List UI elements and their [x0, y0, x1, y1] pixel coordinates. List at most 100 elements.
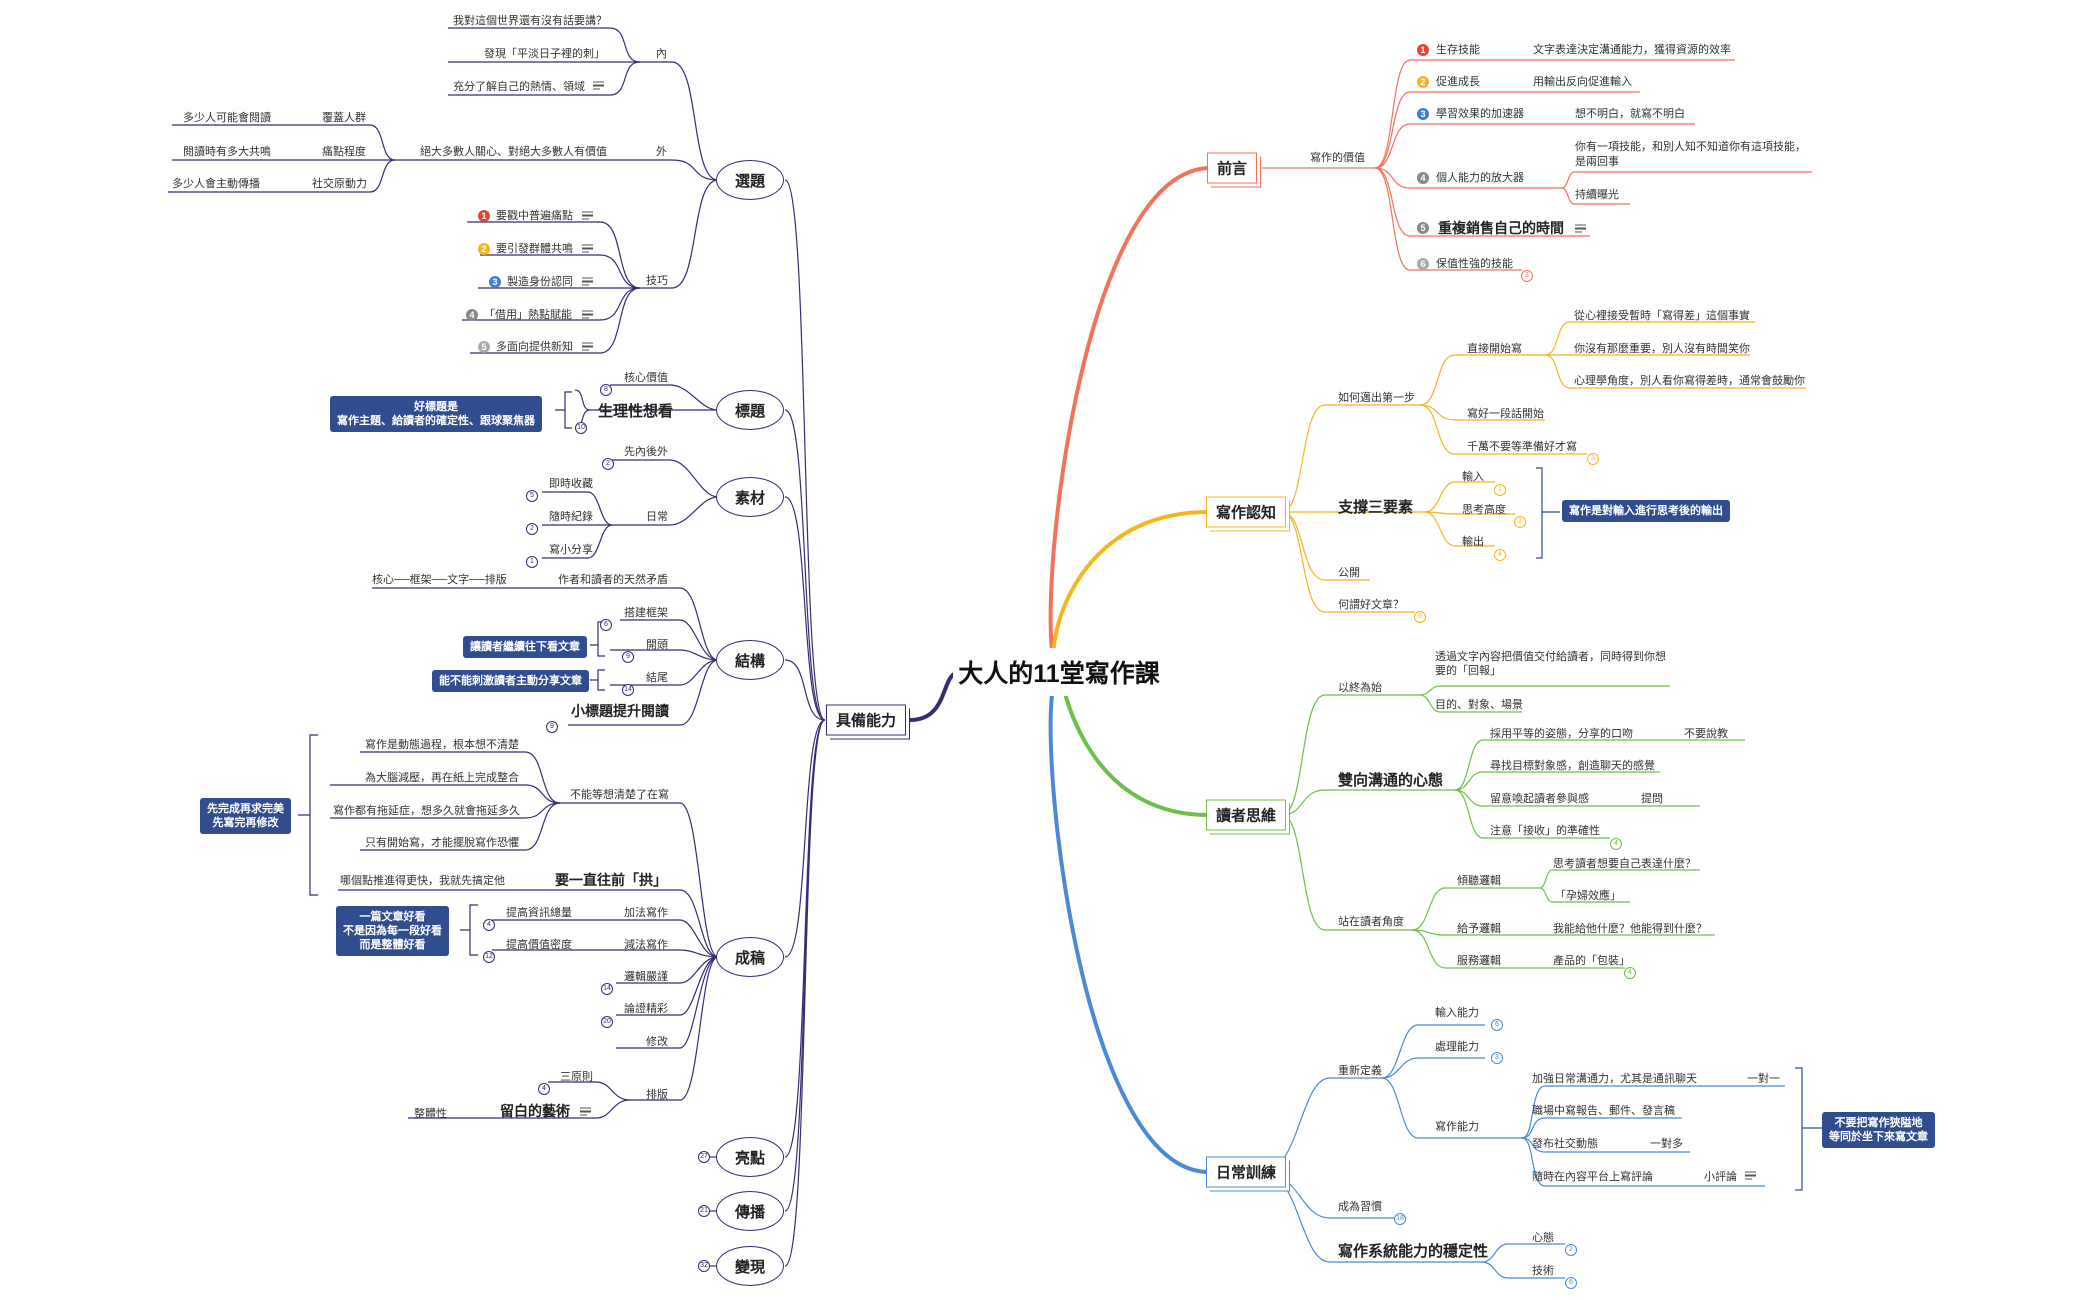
reader-stand[interactable]: 站在讀者角度	[1338, 916, 1404, 928]
reader-end-item[interactable]: 目的、對象、場景	[1435, 699, 1523, 711]
jiqiao-item[interactable]: 製造身份認同	[507, 276, 573, 288]
count-badge[interactable]: 8	[600, 384, 612, 396]
reader-serve-item[interactable]: 產品的「包裝」	[1553, 955, 1630, 967]
preface-item-detail[interactable]: 你有一項技能，和別人知不知道你有這項技能，	[1575, 141, 1806, 153]
count-badge[interactable]: 1	[1494, 484, 1506, 496]
reader-two-way[interactable]: 雙向溝通的心態	[1338, 772, 1444, 789]
chenggao-layout[interactable]: 排版	[646, 1089, 668, 1101]
reader-two-item[interactable]: 尋找目標對象感，創造聊天的感覺	[1490, 760, 1655, 772]
count-badge[interactable]: 6	[1565, 1277, 1577, 1289]
wai-key[interactable]: 痛點程度	[322, 146, 366, 158]
chenggao-logic[interactable]: 邏輯嚴謹	[624, 971, 668, 983]
branch-preface[interactable]: 前言	[1206, 152, 1258, 184]
node-sucai[interactable]: 素材	[716, 477, 784, 517]
wai-key[interactable]: 社交原動力	[312, 178, 367, 190]
note-icon[interactable]	[582, 342, 593, 352]
wai-item[interactable]: 多少人可能會閱讀	[183, 112, 271, 124]
xuanti-wai[interactable]: 外	[656, 146, 667, 158]
nei-item[interactable]: 發現「平淡日子裡的刺」	[484, 48, 605, 60]
preface-item[interactable]: 學習效果的加速器	[1436, 108, 1524, 120]
recog-direct-item[interactable]: 心理學角度，別人看你寫得差時，通常會鼓勵你	[1574, 375, 1805, 387]
callout-box[interactable]: 好標題是 寫作主題、給讀者的確定性、跟球聚焦器	[330, 396, 542, 432]
count-badge[interactable]: 1	[526, 556, 538, 568]
reader-end-item[interactable]: 透過文字內容把價值交付給讀者，同時得到你想	[1435, 651, 1666, 663]
reader-listen[interactable]: 傾聽邏輯	[1457, 875, 1501, 887]
count-badge[interactable]: 14	[601, 983, 613, 995]
node-biaoti[interactable]: 標題	[716, 390, 784, 430]
branch-daily[interactable]: 日常訓練	[1205, 1156, 1287, 1188]
preface-item-detail[interactable]: 是兩回事	[1575, 156, 1619, 168]
cant-item[interactable]: 寫作是動態過程，根本想不清楚	[365, 739, 519, 751]
preface-item[interactable]: 促進成長	[1436, 76, 1480, 88]
count-badge[interactable]: 3	[1587, 453, 1599, 465]
sucai-item[interactable]: 寫小分享	[549, 544, 593, 556]
node-liangdian[interactable]: 亮點	[716, 1137, 784, 1177]
jiegou-item[interactable]: 結尾	[646, 672, 668, 684]
jiegou-chain[interactable]: 核心──框架──文字──排版	[372, 574, 507, 586]
note-icon[interactable]	[582, 310, 593, 320]
layout-three[interactable]: 三原則	[560, 1071, 593, 1083]
count-badge[interactable]: 4	[538, 1083, 550, 1095]
recog-three-elements[interactable]: 支撐三要素	[1338, 499, 1414, 516]
recog-direct[interactable]: 直接開始寫	[1467, 343, 1522, 355]
count-badge[interactable]: 3	[1521, 270, 1533, 282]
note-icon[interactable]	[580, 1107, 591, 1117]
callout-box[interactable]: 先完成再求完美 先寫完再修改	[200, 798, 291, 834]
count-badge[interactable]: 10	[575, 422, 587, 434]
count-badge[interactable]: 12	[483, 951, 495, 963]
recog-three-item[interactable]: 輸入	[1462, 471, 1484, 483]
preface-value[interactable]: 寫作的價值	[1310, 152, 1365, 164]
count-badge[interactable]: 6	[1491, 1019, 1503, 1031]
branch-reader[interactable]: 讀者思維	[1205, 799, 1287, 831]
nei-item[interactable]: 充分了解自己的熱情、領域	[453, 81, 585, 93]
reader-end[interactable]: 以終為始	[1338, 682, 1382, 694]
count-badge[interactable]: 4	[1624, 967, 1636, 979]
node-bianxian[interactable]: 變現	[716, 1246, 784, 1286]
count-badge[interactable]: 5	[526, 490, 538, 502]
recog-three-item[interactable]: 思考高度	[1462, 504, 1506, 516]
daily-write-item[interactable]: 發布社交動態	[1532, 1138, 1598, 1150]
biaoti-physio[interactable]: 生理性想看	[598, 403, 674, 420]
reader-give-item[interactable]: 我能給他什麼？他能得到什麼？	[1553, 923, 1707, 935]
count-badge[interactable]: 9	[622, 651, 634, 663]
chenggao-gong[interactable]: 要一直往前「拱」	[555, 872, 667, 888]
recog-public[interactable]: 公開	[1338, 567, 1360, 579]
daily-write-key[interactable]: 小評論	[1704, 1171, 1737, 1183]
reader-listen-item[interactable]: 思考讀者想要自己表達什麼？	[1553, 858, 1696, 870]
wai-item[interactable]: 閱讀時有多大共鳴	[183, 146, 271, 158]
wai-item[interactable]: 多少人會主動傳播	[172, 178, 260, 190]
nei-item[interactable]: 我對這個世界還有沒有話要講？	[453, 15, 607, 27]
jiqiao-item[interactable]: 多面向提供新知	[496, 341, 573, 353]
preface-item-detail[interactable]: 持續曝光	[1575, 189, 1619, 201]
recog-good-article[interactable]: 何謂好文章？	[1338, 599, 1404, 611]
callout-box[interactable]: 不要把寫作狹隘地 等同於坐下來寫文章	[1822, 1112, 1935, 1148]
chenggao-revise[interactable]: 修改	[646, 1036, 668, 1048]
daily-mind[interactable]: 心態	[1532, 1232, 1554, 1244]
cant-item[interactable]: 為大腦減壓，再在紙上完成整合	[365, 772, 519, 784]
recog-direct-item[interactable]: 你沒有那麼重要，別人沒有時間笑你	[1574, 343, 1750, 355]
preface-item[interactable]: 重複銷售自己的時間	[1438, 220, 1564, 236]
reader-two-item[interactable]: 採用平等的姿態，分享的口吻	[1490, 728, 1633, 740]
note-icon[interactable]	[1745, 1171, 1756, 1181]
note-icon[interactable]	[593, 81, 604, 91]
count-badge[interactable]: 2	[526, 523, 538, 535]
chenggao-sub[interactable]: 減法寫作	[624, 939, 668, 951]
preface-item-detail[interactable]: 用輸出反向促進輸入	[1533, 76, 1632, 88]
preface-item[interactable]: 保值性強的技能	[1436, 258, 1513, 270]
branch-abilities[interactable]: 具備能力	[825, 704, 907, 736]
count-badge[interactable]: 3	[1491, 1052, 1503, 1064]
sucai-item[interactable]: 即時收藏	[549, 478, 593, 490]
sucai-daily[interactable]: 日常	[646, 511, 668, 523]
daily-process[interactable]: 處理能力	[1435, 1041, 1479, 1053]
recog-wait[interactable]: 千萬不要等準備好才寫	[1467, 441, 1577, 453]
recog-three-item[interactable]: 輸出	[1462, 536, 1484, 548]
daily-write-item[interactable]: 加強日常溝通力，尤其是通訊聊天	[1532, 1073, 1697, 1085]
gong-item[interactable]: 哪個點推進得更快，我就先搞定他	[340, 875, 505, 887]
root-topic[interactable]: 大人的11堂寫作課	[953, 648, 1165, 696]
daily-tech[interactable]: 技術	[1532, 1265, 1554, 1277]
jiqiao-item[interactable]: 「借用」熱點賦能	[484, 309, 572, 321]
reader-two-item[interactable]: 注意「接收」的準確性	[1490, 825, 1600, 837]
layout-whole[interactable]: 整體性	[414, 1108, 447, 1120]
reader-serve[interactable]: 服務邏輯	[1457, 955, 1501, 967]
count-badge[interactable]: 4	[483, 919, 495, 931]
